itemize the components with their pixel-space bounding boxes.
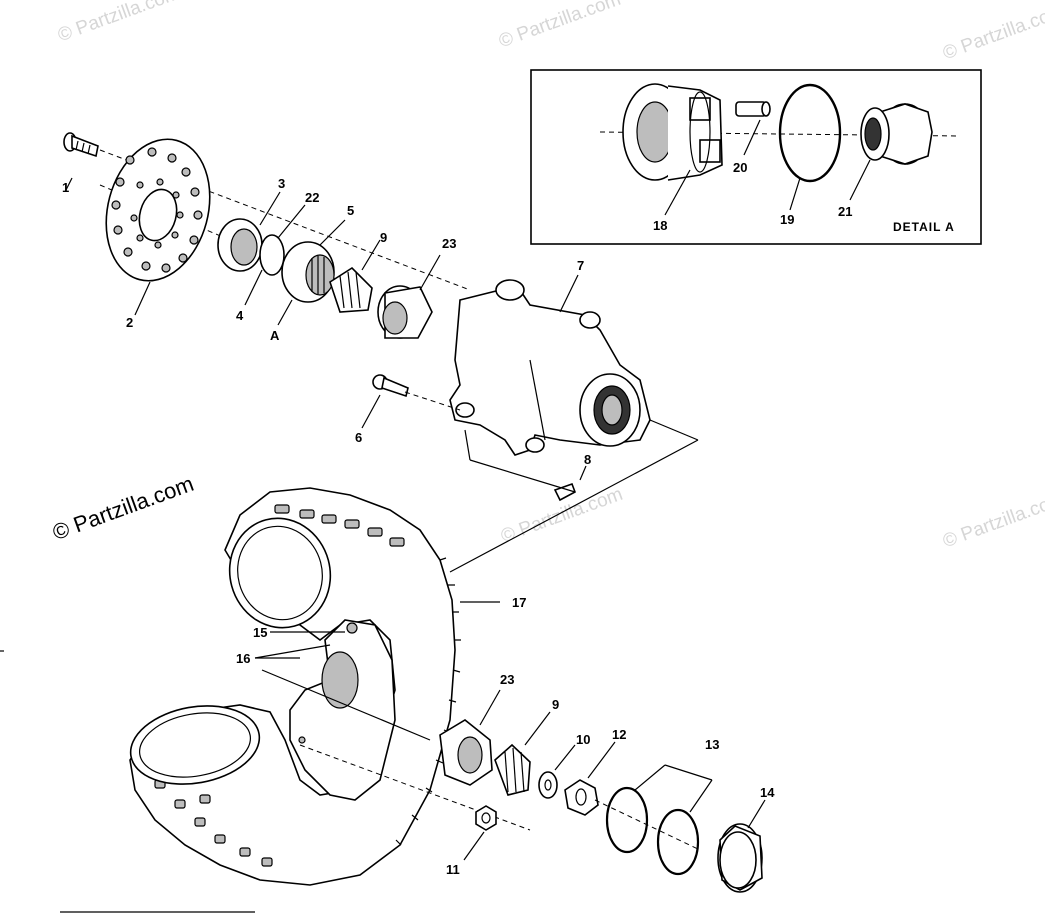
part-9-bearing-cone-lower [494, 743, 531, 796]
callout-3: 3 [278, 176, 286, 191]
callout-12: 12 [612, 727, 627, 742]
part-9-bearing-cone-upper [329, 266, 373, 313]
callout-4: 4 [236, 308, 244, 323]
callout-1: 1 [62, 180, 70, 195]
callout-15: 15 [253, 625, 268, 640]
callout-18: 18 [653, 218, 668, 233]
part-23-race-lower [439, 719, 493, 786]
part-20-pin [735, 101, 771, 117]
detail-a-title: DETAIL A [893, 220, 955, 234]
callout-14: 14 [760, 785, 775, 800]
callout-8: 8 [584, 452, 592, 467]
part-2-brake-disc [105, 138, 211, 282]
callout-2: 2 [126, 315, 134, 330]
part-7-hub [449, 279, 651, 456]
part-18-locking-hub [622, 83, 723, 181]
part-23-race-upper [377, 285, 433, 339]
callout-10: 10 [576, 732, 591, 747]
detail-a-frame [530, 69, 982, 245]
part-3-seal [217, 218, 263, 272]
callout-23-upper: 23 [442, 236, 457, 251]
callout-16: 16 [236, 651, 251, 666]
callout-13: 13 [705, 737, 720, 752]
part-10-washer [538, 771, 558, 799]
part-6-bolt [372, 374, 409, 398]
callout-23-lower: 23 [500, 672, 515, 687]
part-22-ring [259, 234, 285, 276]
callout-19: 19 [780, 212, 795, 227]
part-16-rim [289, 619, 396, 801]
callout-17: 17 [512, 595, 527, 610]
part-13-o-ring-b [656, 808, 700, 876]
part-12-nut [564, 779, 599, 816]
callout-7: 7 [577, 258, 585, 273]
callout-11: 11 [446, 862, 460, 877]
callout-a: A [270, 328, 280, 343]
part-14-cap [717, 823, 763, 893]
callout-21: 21 [838, 204, 853, 219]
part-5-bearing [281, 241, 335, 303]
callout-22: 22 [305, 190, 320, 205]
callout-5: 5 [347, 203, 355, 218]
callout-9-lower: 9 [552, 697, 560, 712]
part-11-lug-nut [475, 805, 497, 831]
part-19-o-ring [778, 83, 842, 183]
part-17-tire [129, 487, 461, 886]
part-21-knob [860, 103, 933, 165]
callout-20: 20 [733, 160, 748, 175]
callout-9-upper: 9 [380, 230, 388, 245]
part-1-bolt [63, 132, 99, 158]
part-13-o-ring-a [605, 786, 649, 854]
callout-6: 6 [355, 430, 363, 445]
